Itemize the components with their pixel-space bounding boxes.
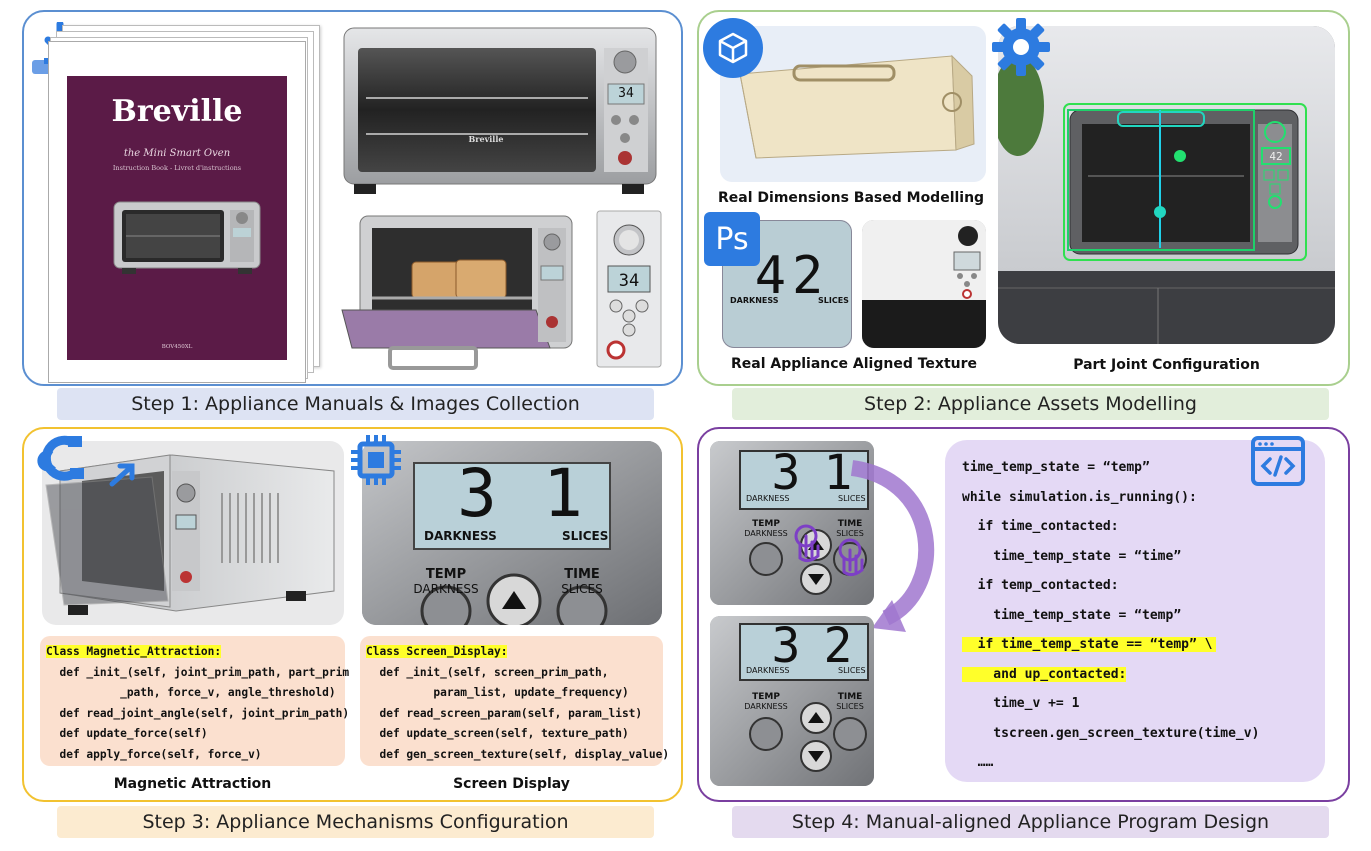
caption-real-dimensions: Real Dimensions Based Modelling <box>718 190 985 206</box>
step3-banner: Step 3: Appliance Mechanisms Configurati… <box>57 806 654 838</box>
arrow-up-right-icon <box>108 460 138 488</box>
panel-after-digit-right: 2 <box>823 618 853 674</box>
photoshop-icon: Ps <box>704 212 760 266</box>
code-magnetic-attraction: Class Magnetic_Attraction: def _init_(se… <box>40 636 350 766</box>
code-magnetic-line-2: def _init_(self, joint_prim_path, part_p… <box>46 665 350 679</box>
cube-3d-model <box>720 26 986 182</box>
joint-config-render: 42 <box>998 26 1335 344</box>
screen-btn-temp-label: TEMP <box>425 567 467 582</box>
code-screen-line-3: param_list, update_frequency) <box>366 686 629 699</box>
caption-part-joint: Part Joint Configuration <box>1073 357 1260 373</box>
control-panel-before: 3 1 DARKNESS SLICES TEMP DARKNESS TIME S… <box>710 441 874 605</box>
panel-before-darkness-label: DARKNESS <box>744 529 788 538</box>
code-magnetic-line-5: def update_force(self) <box>46 727 208 740</box>
code-screen-display: Class Screen_Display: def _init_(self, s… <box>360 636 670 766</box>
oven-photo-front: 34 Breville <box>336 20 662 198</box>
screen-display-photo: 3 1 DARKNESS SLICES TEMP DARKNESS TIME S… <box>362 441 662 625</box>
oven-photo-open-door <box>338 208 584 376</box>
screen-right-label: SLICES <box>562 529 609 543</box>
code-magnetic-line-6: def apply_force(self, force_v) <box>46 747 262 761</box>
program-line-5: if temp_contacted: <box>962 578 1119 593</box>
caption-screen-display: Screen Display <box>453 776 570 792</box>
panel-after-slices-label: SLICES <box>836 702 864 711</box>
manual-oven-image <box>112 196 262 276</box>
screen-digit-left: 3 <box>457 455 497 532</box>
panel-before-time-label: TIME <box>837 519 863 529</box>
panel-before-temp-label: TEMP <box>752 519 780 529</box>
screen-digit-right: 1 <box>543 455 583 532</box>
press-hand-icon-up <box>790 524 826 564</box>
program-line-3: if time_contacted: <box>962 519 1119 534</box>
texture-lcd-right-label: SLICES <box>818 296 849 305</box>
code-screen-line-1: Class Screen_Display: <box>366 645 508 658</box>
control-panel-closeup: 34 <box>596 210 662 368</box>
program-line-1: time_temp_state = “temp” <box>962 460 1150 475</box>
panel-before-digit-right: 1 <box>823 445 853 501</box>
photoshop-label: Ps <box>715 221 749 257</box>
panel-before-digit-left: 3 <box>771 445 801 501</box>
texture-lcd-left-label: DARKNESS <box>730 296 779 305</box>
code-screen-line-4: def read_screen_param(self, param_list) <box>366 706 643 720</box>
screen-btn-time-label: TIME <box>564 567 600 582</box>
magnet-icon <box>32 432 90 488</box>
code-magnetic-line-1: Class Magnetic_Attraction: <box>46 645 222 658</box>
screen-btn-slices-label: SLICES <box>561 582 603 596</box>
texture-control-panel <box>862 220 986 348</box>
step1-banner: Step 1: Appliance Manuals & Images Colle… <box>57 388 654 420</box>
manual-subtitle: Instruction Book - Livret d'instructions <box>112 164 242 172</box>
code-screen-line-6: def gen_screen_texture(self, display_val… <box>366 747 670 761</box>
program-line-7: if time_temp_state == “temp” \ <box>962 637 1217 652</box>
joint-config-display: 42 <box>1269 150 1283 163</box>
magnetic-oven-photo <box>42 441 344 625</box>
program-line-11: …… <box>962 755 994 770</box>
oven-front-brand: Breville <box>468 134 504 144</box>
chip-icon <box>348 432 404 488</box>
code-magnetic-line-3: _path, force_v, angle_threshold) <box>46 686 336 699</box>
gear-icon <box>990 16 1052 78</box>
code-screen-line-2: def _init_(self, screen_prim_path, <box>366 665 609 679</box>
manual-cover: Breville the Mini Smart Oven Instruction… <box>48 41 306 383</box>
cube-icon <box>703 18 763 78</box>
code-window-icon <box>1250 435 1306 487</box>
oven-front-display: 34 <box>618 86 634 101</box>
panel-after-left-label: DARKNESS <box>746 666 790 675</box>
screen-btn-darkness-label: DARKNESS <box>413 582 479 596</box>
program-line-6: time_temp_state = “temp” <box>962 608 1182 623</box>
program-line-10: tscreen.gen_screen_texture(time_v) <box>962 726 1260 741</box>
panel-before-right-label: SLICES <box>838 494 866 503</box>
panel-after-darkness-label: DARKNESS <box>744 702 788 711</box>
manual-title: the Mini Smart Oven <box>123 148 231 159</box>
step4-banner: Step 4: Manual-aligned Appliance Program… <box>732 806 1329 838</box>
code-screen-line-5: def update_screen(self, texture_path) <box>366 727 629 740</box>
transition-arrow <box>846 460 942 650</box>
step2-banner: Step 2: Appliance Assets Modelling <box>732 388 1329 420</box>
program-line-8: and up_contacted: <box>962 667 1127 682</box>
program-line-2: while simulation.is_running(): <box>962 490 1197 505</box>
panel-after-digit-left: 3 <box>771 618 801 674</box>
panel-before-slices-label: SLICES <box>836 529 864 538</box>
panel-after-right-label: SLICES <box>838 666 866 675</box>
panel-before-left-label: DARKNESS <box>746 494 790 503</box>
svg-text:34: 34 <box>619 271 639 291</box>
program-code-block: time_temp_state = “temp” while simulatio… <box>945 440 1325 782</box>
screen-left-label: DARKNESS <box>424 529 497 543</box>
program-line-9: time_v += 1 <box>962 696 1080 711</box>
manual-model: BOV450XL <box>161 344 193 350</box>
caption-magnetic-attraction: Magnetic Attraction <box>113 776 272 792</box>
caption-real-texture: Real Appliance Aligned Texture <box>730 356 978 372</box>
control-panel-after: 3 2 DARKNESS SLICES TEMP DARKNESS TIME S… <box>710 616 874 786</box>
code-magnetic-line-4: def read_joint_angle(self, joint_prim_pa… <box>46 706 350 720</box>
panel-after-temp-label: TEMP <box>752 692 780 702</box>
panel-after-time-label: TIME <box>837 692 863 702</box>
texture-lcd-digits: 42 <box>754 246 830 306</box>
press-hand-icon-time <box>834 538 870 578</box>
program-line-4: time_temp_state = “time” <box>962 549 1182 564</box>
manual-brand: Breville <box>111 94 243 129</box>
